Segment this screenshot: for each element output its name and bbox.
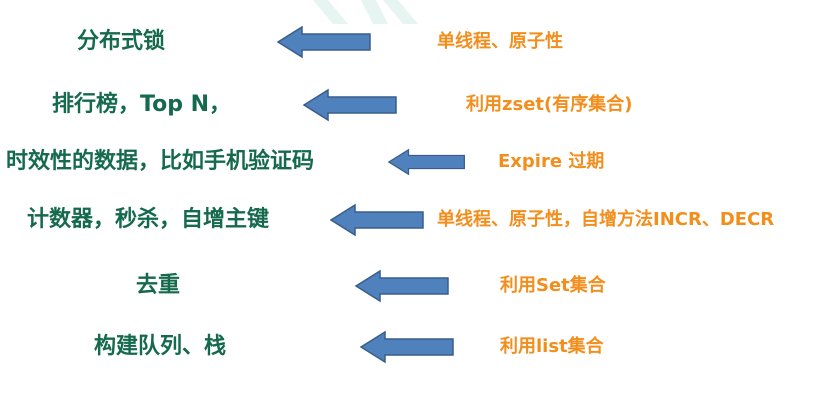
use-case-row-5: 去重 利用Set集合: [0, 261, 835, 311]
reason-label: 利用Set集合: [500, 275, 606, 296]
left-arrow-icon: [388, 148, 465, 176]
left-arrow-icon: [330, 203, 424, 237]
left-arrow-icon: [360, 330, 454, 364]
reason-label: 单线程、原子性，自增方法INCR、DECR: [437, 209, 775, 230]
feature-label: 排行榜，Top N，: [52, 92, 232, 117]
reason-label: 单线程、原子性: [437, 31, 563, 52]
feature-label: 时效性的数据，比如手机验证码: [6, 149, 315, 174]
feature-label: 计数器，秒杀，自增主键: [27, 207, 270, 232]
left-arrow-icon: [355, 269, 449, 303]
use-case-row-4: 计数器，秒杀，自增主键 单线程、原子性，自增方法INCR、DECR: [0, 195, 835, 245]
reason-label: 利用zset(有序集合): [466, 94, 633, 115]
feature-label: 构建队列、栈: [94, 334, 227, 359]
reason-label: 利用list集合: [500, 336, 604, 357]
use-case-row-6: 构建队列、栈 利用list集合: [0, 322, 835, 372]
left-arrow-icon: [277, 25, 371, 59]
feature-label: 去重: [136, 273, 181, 298]
left-arrow-icon: [303, 88, 397, 122]
use-case-row-3: 时效性的数据，比如手机验证码 Expire 过期: [0, 137, 835, 187]
use-case-row-1: 分布式锁 单线程、原子性: [0, 17, 835, 67]
feature-label: 分布式锁: [77, 29, 166, 54]
watermark-logo-icon: [313, 0, 418, 24]
use-case-row-2: 排行榜，Top N， 利用zset(有序集合): [0, 80, 835, 130]
reason-label: Expire 过期: [498, 151, 605, 172]
